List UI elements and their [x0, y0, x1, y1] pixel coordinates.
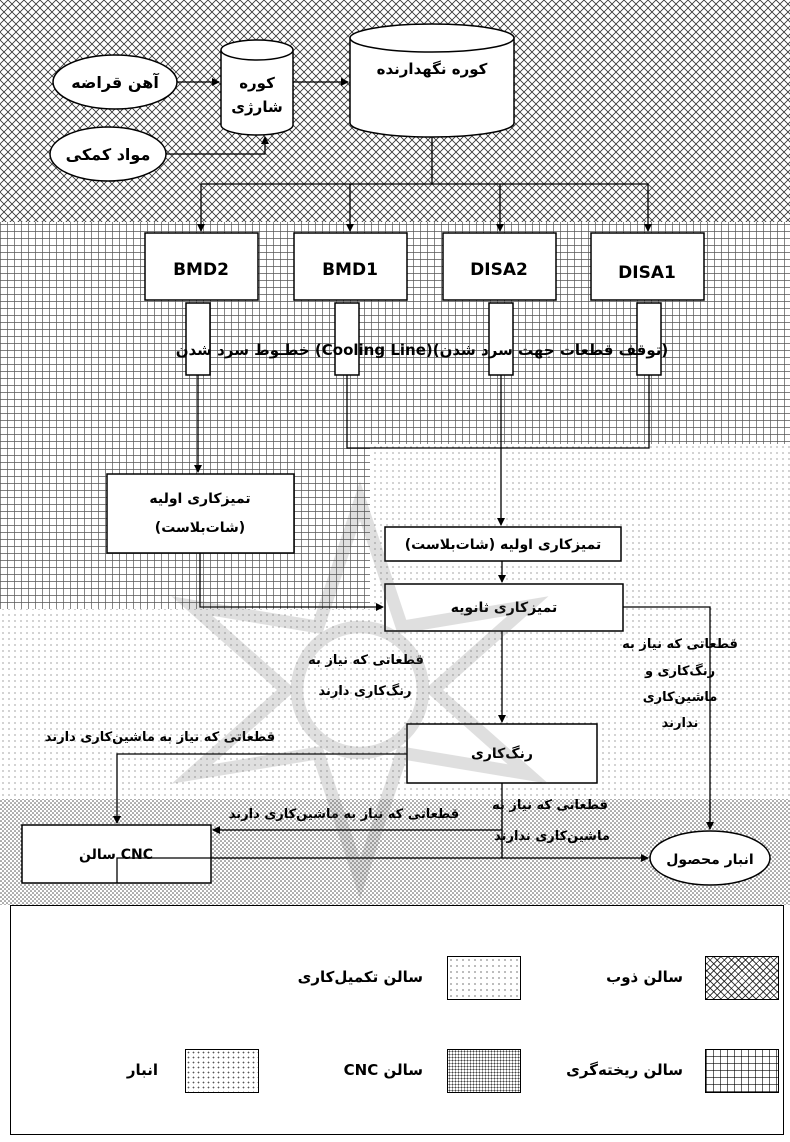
secondary-cleaning-box — [384, 583, 624, 632]
no-paint-annotation-4: ندارند — [662, 716, 699, 731]
legend-label-casting: سالن ریخته‌گری — [566, 1061, 683, 1079]
legend-swatch-casting — [705, 1049, 779, 1093]
no-paint-annotation-3: ماشین‌کاری — [643, 690, 718, 705]
need-machining-top-annotation: قطعاتی که نیاز به ماشین‌کاری دارند — [45, 730, 275, 745]
legend-label-cnc: سالن CNC — [343, 1061, 423, 1079]
painting-box — [406, 723, 598, 784]
legend-label-melting: سالن ذوب — [606, 968, 683, 986]
warehouse-label: انبار محصول — [666, 852, 753, 868]
charge-furnace-label-1: کوره — [239, 74, 275, 92]
cooling-bar-disa2 — [488, 302, 514, 376]
legend-swatch-melting — [705, 956, 779, 1000]
no-machining-annotation-2: ماشین‌کاری ندارند — [494, 829, 610, 844]
no-machining-annotation-1: قطعاتی که نیاز به — [492, 798, 608, 813]
no-paint-annotation-2: رنگ‌کاری و — [644, 663, 715, 679]
secondary-cleaning-label: تمیزکاری ثانویه — [451, 600, 558, 616]
initial-cleaning-right-label: تمیزکاری اولیه (شات‌بلاست) — [405, 537, 601, 553]
finishing-hall-zone-lower — [0, 609, 790, 799]
initial-cleaning-left-label-1: تمیزکاری اولیه — [149, 491, 250, 507]
legend-label-finishing: سالن تکمیل‌کاری — [297, 968, 423, 986]
scrap-iron-label: آهن قراضه — [71, 72, 159, 92]
warehouse-node — [649, 830, 771, 886]
initial-cleaning-left-box — [106, 473, 295, 554]
holding-furnace-node — [349, 38, 515, 138]
legend-label-storage: انبار — [126, 1061, 158, 1079]
legend: سالن ذوب سالن تکمیل‌کاری سالن ریخته‌گری … — [10, 905, 784, 1135]
need-paint-annotation-2: رنگ‌کاری دارند — [318, 683, 411, 699]
bmd1-label: BMD1 — [322, 260, 378, 280]
bmd1-machine — [293, 232, 408, 301]
cooling-bar-bmd2 — [185, 302, 211, 376]
cnc-hall-label: سالن CNC — [79, 847, 153, 863]
bmd2-machine — [144, 232, 259, 301]
bmd2-label: BMD2 — [173, 260, 229, 280]
disa2-machine — [442, 232, 557, 301]
initial-cleaning-right-box — [384, 526, 622, 562]
legend-swatch-finishing — [447, 956, 521, 1000]
disa1-label: DISA1 — [618, 263, 676, 283]
cooling-line-label: خطـوط سرد شدن (Cooling Line)(توقف قطعات … — [176, 341, 669, 359]
initial-cleaning-left-label-2: (شات‌بلاست) — [155, 520, 245, 536]
holding-furnace-label: کوره نگهدارنده — [377, 60, 488, 78]
painting-label: رنگ‌کاری — [471, 745, 533, 762]
charge-furnace-node — [220, 50, 294, 136]
need-machining-mid-annotation: قطعاتی که نیاز به ماشین‌کاری دارند — [229, 807, 459, 822]
charge-furnace-label-2: شارژی — [231, 98, 282, 116]
additives-label: مواد کمکی — [66, 145, 151, 164]
disa1-machine — [590, 232, 705, 301]
disa2-label: DISA2 — [470, 260, 528, 280]
legend-swatch-cnc — [447, 1049, 521, 1093]
cooling-bar-bmd1 — [334, 302, 360, 376]
no-paint-annotation-1: قطعاتی که نیاز به — [622, 637, 738, 652]
need-paint-annotation-1: قطعاتی که نیاز به — [308, 653, 424, 668]
cooling-bar-disa1 — [636, 302, 662, 376]
legend-swatch-storage — [185, 1049, 259, 1093]
